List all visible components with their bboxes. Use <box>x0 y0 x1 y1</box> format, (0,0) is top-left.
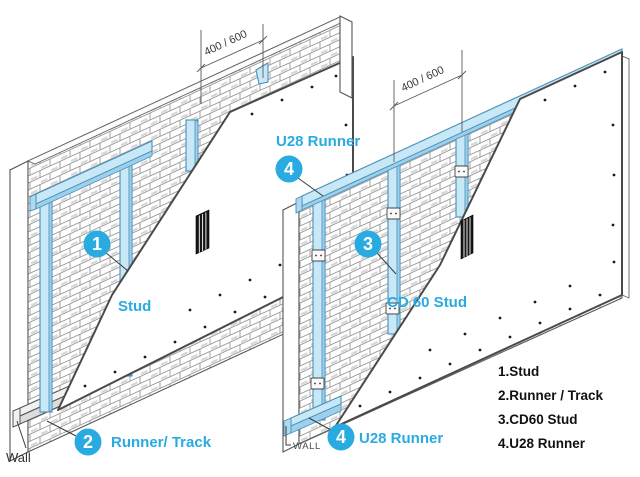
stud-label: Stud <box>118 298 151 315</box>
callout-number-4-bottom: 4 <box>336 427 346 447</box>
vent-grille-right <box>460 214 474 260</box>
stud-clips <box>310 165 469 390</box>
left-wall-assembly <box>8 15 354 462</box>
u28-runner-bottom-label: U28 Runner <box>359 430 443 447</box>
clip <box>385 302 400 315</box>
right-wall-end-plank <box>282 201 300 453</box>
vent-grille-left <box>195 209 210 255</box>
callout-circle-1 <box>83 230 111 258</box>
leader-line <box>297 177 324 197</box>
wall-label-right: WALL <box>293 441 321 452</box>
right-studs <box>312 125 469 421</box>
runner-end-cap <box>255 62 269 85</box>
track-end-cap <box>12 407 21 428</box>
right-panel-screws <box>358 70 616 408</box>
clip <box>386 207 401 220</box>
leader-line <box>16 420 27 449</box>
callout-number-2: 2 <box>83 432 93 452</box>
top-runner <box>29 140 153 212</box>
clip <box>454 165 469 178</box>
right-dimension-label: 400 / 600 <box>399 64 446 94</box>
u28-runner-top-label: U28 Runner <box>276 133 360 150</box>
leader-line <box>104 251 129 272</box>
callout-circle-3 <box>354 230 382 258</box>
right-wall-assembly <box>281 48 631 453</box>
legend-item-3: 3.CD60 Stud <box>498 412 578 427</box>
callout-number-1: 1 <box>92 234 102 254</box>
leader-line <box>285 426 291 446</box>
clip <box>311 249 326 262</box>
right-wall-right-cap <box>621 55 630 299</box>
leader-line <box>308 417 332 431</box>
legend-item-1: 1.Stud <box>498 364 540 379</box>
callout-number-3: 3 <box>363 234 373 254</box>
legend: 1.Stud 2.Runner / Track 3.CD60 Stud 4.U2… <box>498 360 603 456</box>
legend-item-4: 4.U28 Runner <box>498 436 586 451</box>
callout-circle-4-top <box>275 155 303 183</box>
callout-number-4-top: 4 <box>284 159 294 179</box>
left-wall-right-end-plank <box>339 15 353 99</box>
legend-item-2: 2.Runner / Track <box>498 388 604 403</box>
annotations: 1 Stud 2 Runner/ Track 3 CD 60 Stud 4 U2… <box>6 133 467 465</box>
u28-floor-runner <box>283 395 342 437</box>
leader-line <box>46 420 77 437</box>
leader-line <box>376 252 397 275</box>
runner-track-label: Runner/ Track <box>111 434 212 451</box>
wall-label-left: Wall <box>6 450 31 465</box>
clip <box>310 377 325 390</box>
left-dimension-label: 400 / 600 <box>202 28 249 58</box>
stud-1 <box>39 198 53 413</box>
cd60-stud-label: CD 60 Stud <box>387 294 467 311</box>
callout-circle-2 <box>74 428 102 456</box>
right-drywall-panel <box>334 51 623 428</box>
callout-circle-4-bottom <box>327 423 355 451</box>
stud-3 <box>185 119 199 172</box>
